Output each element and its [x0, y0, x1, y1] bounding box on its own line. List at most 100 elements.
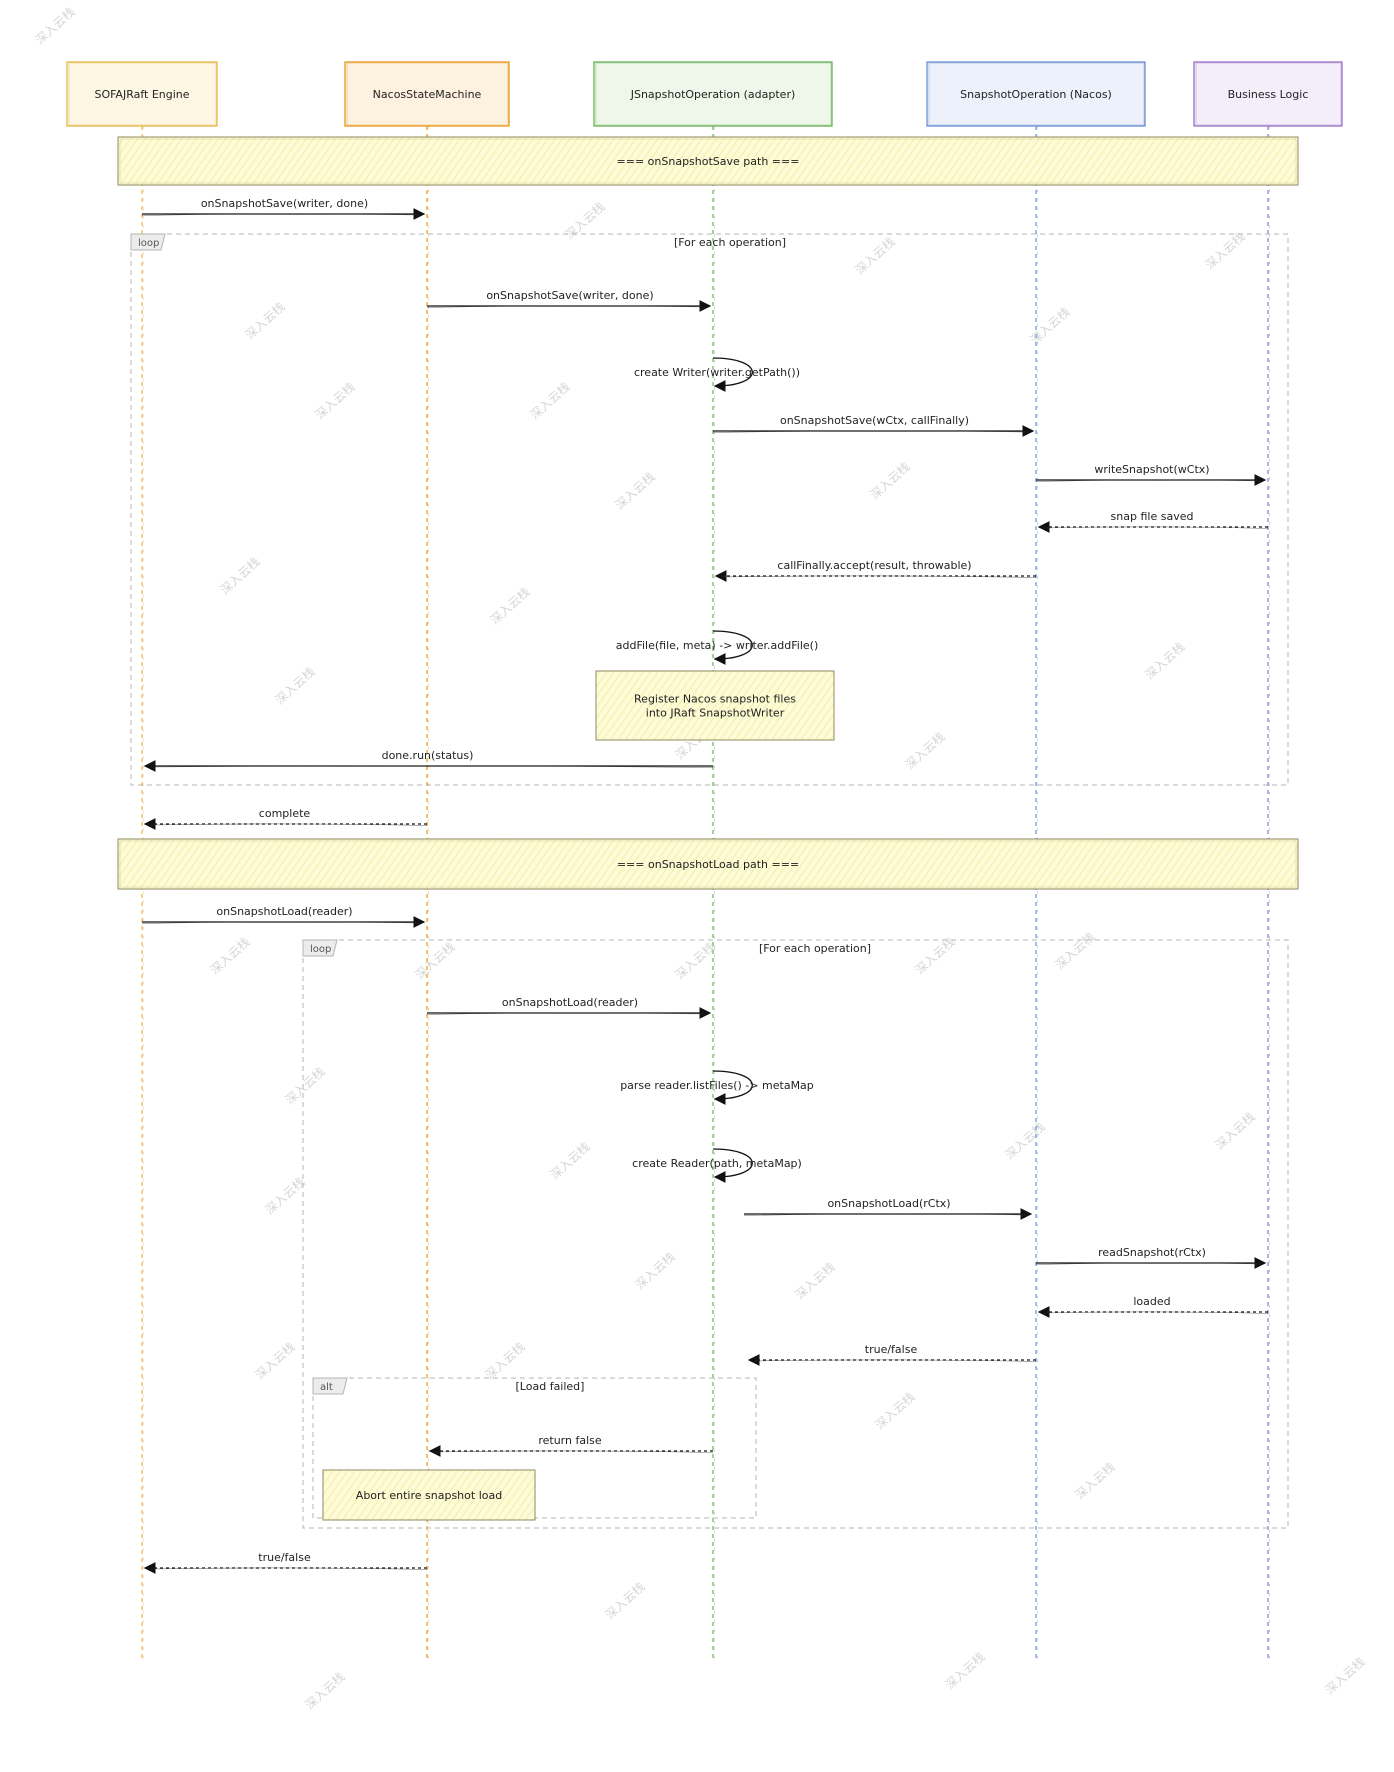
watermark-text: 深入云栈 — [867, 459, 913, 502]
message-12-label: parse reader.listFiles() -> metaMap — [620, 1079, 814, 1092]
message-4: writeSnapshot(wCtx) — [1035, 463, 1267, 486]
watermark-text: 深入云栈 — [942, 1649, 988, 1692]
frame-2-keyword: alt — [320, 1382, 333, 1393]
message-3-sketch — [712, 430, 1029, 433]
watermark-text: 深入云栈 — [1322, 1654, 1368, 1697]
message-6-label: callFinally.accept(result, throwable) — [777, 559, 971, 572]
watermark-text: 深入云栈 — [272, 664, 318, 707]
participant-nsm-label: NacosStateMachine — [373, 88, 482, 101]
frame-1-guard: [For each operation] — [759, 942, 871, 955]
participant-so: SnapshotOperation (Nacos) — [926, 61, 1146, 127]
watermark-text: 深入云栈 — [792, 1259, 838, 1302]
watermark-text: 深入云栈 — [1212, 1109, 1258, 1152]
note-0-line-1: into JRaft SnapshotWriter — [646, 707, 785, 720]
watermark-text: 深入云栈 — [207, 934, 253, 977]
divider-1-band — [117, 838, 1299, 890]
message-6-sketch — [720, 575, 1037, 578]
message-4-sketch — [1035, 479, 1261, 482]
divider-0-band-sketch — [119, 138, 1297, 184]
message-11: onSnapshotLoad(reader) — [426, 996, 712, 1019]
message-5-sketch — [1043, 526, 1269, 529]
message-7-loop — [712, 630, 753, 665]
message-13-loop — [712, 1148, 753, 1183]
participant-jso-box-sketch — [595, 62, 832, 126]
message-2-loop — [712, 357, 753, 392]
watermark-text: 深入云栈 — [547, 1139, 593, 1182]
participant-engine-box — [66, 61, 218, 127]
participant-jso-box — [593, 61, 833, 127]
participant-jso: JSnapshotOperation (adapter) — [593, 61, 833, 127]
message-7: addFile(file, meta) -> writer.addFile() — [616, 630, 819, 665]
frame-0-guard: [For each operation] — [674, 236, 786, 249]
note-1-box — [322, 1469, 536, 1521]
message-15: readSnapshot(rCtx) — [1035, 1246, 1267, 1269]
message-10-label: onSnapshotLoad(reader) — [216, 905, 352, 918]
participant-biz: Business Logic — [1193, 61, 1343, 127]
participant-jso-label: JSnapshotOperation (adapter) — [630, 88, 796, 101]
participant-so-box-sketch — [928, 62, 1145, 126]
watermark-text: 深入云栈 — [1072, 1459, 1118, 1502]
watermark-text: 深入云栈 — [217, 554, 263, 597]
message-0-sketch — [141, 213, 420, 216]
watermark-text: 深入云栈 — [1142, 639, 1188, 682]
message-7-label: addFile(file, meta) -> writer.addFile() — [616, 639, 819, 652]
divider-1-band-sketch — [119, 840, 1297, 888]
message-4-label: writeSnapshot(wCtx) — [1094, 463, 1209, 476]
watermark-text: 深入云栈 — [902, 729, 948, 772]
frame-2-tab — [312, 1377, 348, 1395]
message-8: done.run(status) — [143, 749, 714, 772]
message-16: loaded — [1037, 1295, 1269, 1318]
watermark-text: 深入云栈 — [262, 1174, 308, 1217]
message-3: onSnapshotSave(wCtx, callFinally) — [712, 414, 1035, 437]
message-12-loop — [712, 1070, 753, 1105]
watermark-text: 深入云栈 — [412, 939, 458, 982]
note-0-box — [595, 670, 835, 741]
participant-engine: SOFAJRaft Engine — [66, 61, 218, 127]
participant-biz-label: Business Logic — [1228, 88, 1309, 101]
divider-1: === onSnapshotLoad path === — [117, 838, 1299, 890]
message-10: onSnapshotLoad(reader) — [141, 905, 426, 928]
message-2-label: create Writer(writer.getPath()) — [634, 366, 800, 379]
message-14: onSnapshotLoad(rCtx) — [743, 1197, 1033, 1220]
message-1: onSnapshotSave(writer, done) — [426, 289, 712, 312]
message-15-label: readSnapshot(rCtx) — [1098, 1246, 1206, 1259]
dividers: === onSnapshotSave path === === onSnapsho… — [117, 136, 1299, 890]
watermark-text: 深入云栈 — [672, 939, 718, 982]
message-1-sketch — [426, 305, 706, 308]
message-0: onSnapshotSave(writer, done) — [141, 197, 426, 220]
message-16-sketch — [1043, 1311, 1269, 1314]
participant-nsm-box — [344, 61, 510, 127]
message-14-sketch — [743, 1213, 1027, 1216]
message-18: return false — [428, 1434, 714, 1457]
watermark-text: 深入云栈 — [282, 1064, 328, 1107]
watermark-text: 深入云栈 — [482, 1339, 528, 1382]
watermark-text: 深入云栈 — [1052, 929, 1098, 972]
message-8-label: done.run(status) — [382, 749, 474, 762]
message-9: complete — [143, 807, 428, 830]
frame-1-tab — [302, 939, 338, 957]
message-17-label: true/false — [865, 1343, 918, 1356]
message-9-label: complete — [259, 807, 311, 820]
note-1: Abort entire snapshot load — [322, 1469, 536, 1521]
watermark-text: 深入云栈 — [32, 4, 78, 47]
message-18-label: return false — [538, 1434, 602, 1447]
message-0-label: onSnapshotSave(writer, done) — [201, 197, 368, 210]
watermark-text: 深入云栈 — [312, 379, 358, 422]
watermark-text: 深入云栈 — [302, 1669, 348, 1712]
participant-biz-box — [1193, 61, 1343, 127]
message-5: snap file saved — [1037, 510, 1269, 533]
frame-1-keyword: loop — [310, 944, 331, 955]
frame-loop-1: loop [For each operation] — [302, 939, 1289, 1529]
participant-engine-label: SOFAJRaft Engine — [94, 88, 189, 101]
participant-so-box — [926, 61, 1146, 127]
frame-1-border — [302, 939, 1289, 1529]
participants: SOFAJRaft Engine NacosStateMachine JSnapsh… — [66, 61, 1343, 127]
divider-0: === onSnapshotSave path === — [117, 136, 1299, 186]
watermark-text: 深入云栈 — [527, 379, 573, 422]
message-16-label: loaded — [1133, 1295, 1170, 1308]
message-5-label: snap file saved — [1111, 510, 1194, 523]
watermark-text: 深入云栈 — [252, 1339, 298, 1382]
message-14-label: onSnapshotLoad(rCtx) — [827, 1197, 950, 1210]
message-19-sketch — [149, 1567, 428, 1570]
